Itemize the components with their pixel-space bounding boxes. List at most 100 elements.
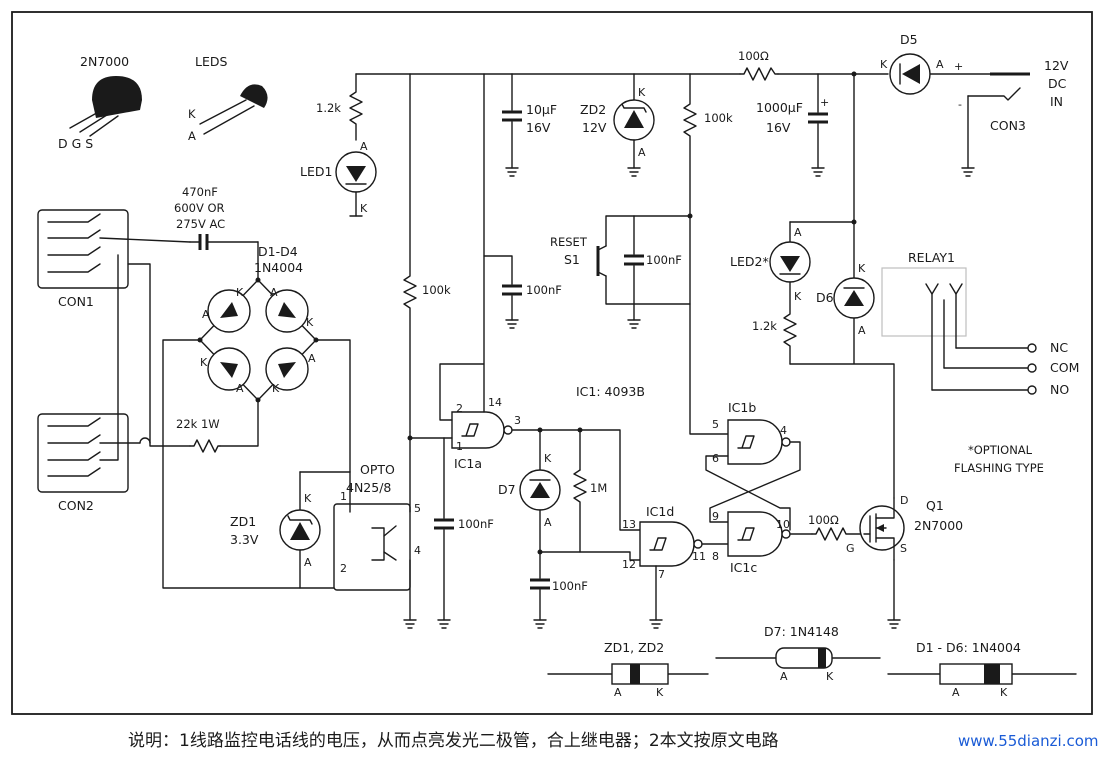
svg-text:D7: 1N4148: D7: 1N4148: [764, 624, 839, 639]
zd1-voltage: 3.3V: [230, 532, 259, 547]
svg-text:16V: 16V: [526, 120, 551, 135]
svg-text:1: 1: [340, 490, 347, 503]
bridge-part: 1N4004: [254, 260, 303, 275]
svg-text:K: K: [1000, 686, 1008, 699]
svg-text:D5: D5: [900, 32, 918, 47]
svg-text:10µF: 10µF: [526, 102, 557, 117]
con3-dc-jack: + - 12V DC IN CON3: [954, 58, 1069, 169]
svg-text:5: 5: [414, 502, 421, 515]
con2-connector: CON2: [37, 413, 129, 513]
svg-text:IC1a: IC1a: [454, 456, 482, 471]
legend-zd: ZD1, ZD2 A K: [547, 640, 709, 699]
svg-text:K: K: [794, 290, 802, 303]
svg-text:1: 1: [456, 440, 463, 453]
svg-text:5: 5: [712, 418, 719, 431]
svg-text:1000µF: 1000µF: [756, 100, 803, 115]
svg-text:+: +: [820, 96, 829, 109]
svg-text:A: A: [308, 352, 316, 365]
capacitor-470nf: 470nF 600V OR 275V AC: [174, 185, 259, 250]
svg-text:A: A: [544, 516, 552, 529]
bridge-ref: D1-D4: [258, 244, 298, 259]
relay1: RELAY1 NC COM NO: [881, 250, 1079, 397]
svg-text:4: 4: [780, 424, 787, 437]
ground-symbols: [403, 167, 975, 629]
led1-chain: 1.2k LED1 A K: [300, 73, 377, 217]
svg-text:A: A: [614, 686, 622, 699]
svg-text:K: K: [880, 58, 888, 71]
resistor-100k-mid: 100k: [683, 73, 733, 435]
watermark: www.55dianzi.com: [958, 732, 1099, 750]
led2-chain: LED2* A K 1.2k: [730, 221, 811, 365]
svg-text:K: K: [236, 286, 244, 299]
svg-text:100nF: 100nF: [526, 283, 562, 297]
capacitor-10uf: 10µF 16V: [502, 73, 557, 169]
svg-text:1M: 1M: [590, 481, 607, 495]
zener-zd1: ZD1 3.3V K A: [230, 471, 321, 589]
svg-text:S: S: [900, 542, 907, 555]
zd1-ref: ZD1: [230, 514, 256, 529]
svg-text:RELAY1: RELAY1: [908, 250, 955, 265]
gate-ic1a: IC1a 2 14 1 3: [407, 255, 521, 471]
capacitor-1000uf: 1000µF 16V +: [756, 73, 829, 169]
cap-470nf-value: 470nF: [182, 185, 218, 199]
capacitor-100nf-a: 100nF: [483, 73, 562, 321]
svg-text:A: A: [952, 686, 960, 699]
resistor-100ohm-top: 100Ω: [738, 49, 779, 81]
svg-text:K: K: [272, 382, 280, 395]
svg-text:A: A: [638, 146, 646, 159]
svg-text:A: A: [360, 140, 368, 153]
opto-part: 4N25/8: [346, 480, 391, 495]
svg-text:G: G: [846, 542, 855, 555]
svg-text:IC1c: IC1c: [730, 560, 757, 575]
con2-label: CON2: [58, 498, 94, 513]
svg-text:ZD1, ZD2: ZD1, ZD2: [604, 640, 664, 655]
transistor-part-label: 2N7000: [80, 54, 129, 69]
resistor-22k: 22k 1W: [176, 417, 221, 453]
svg-text:S1: S1: [564, 252, 580, 267]
svg-text:12V: 12V: [1044, 58, 1069, 73]
r100k-left-label: 100k: [422, 283, 451, 297]
svg-text:16V: 16V: [766, 120, 791, 135]
note-line1: *OPTIONAL: [968, 443, 1033, 457]
svg-text:NO: NO: [1050, 382, 1069, 397]
svg-text:100k: 100k: [704, 111, 733, 125]
svg-text:8: 8: [712, 550, 719, 563]
svg-text:IC1b: IC1b: [728, 400, 756, 415]
svg-text:3: 3: [514, 414, 521, 427]
svg-text:7: 7: [658, 568, 665, 581]
resistor-100k-left: 100k: [403, 73, 451, 433]
led-a-label: A: [188, 129, 196, 143]
svg-text:12: 12: [622, 558, 636, 571]
led-k-label: K: [188, 107, 196, 121]
svg-text:RESET: RESET: [550, 235, 588, 249]
svg-text:D: D: [900, 494, 908, 507]
svg-text:K: K: [360, 202, 368, 215]
diagram-frame: [11, 11, 1093, 715]
svg-text:2N7000: 2N7000: [914, 518, 963, 533]
svg-text:LED2*: LED2*: [730, 254, 769, 269]
leds-label: LEDS: [195, 54, 227, 69]
svg-text:K: K: [304, 492, 312, 505]
gate-ic1b: IC1b 5 6 4: [705, 400, 801, 531]
transistor-pins-label: D G S: [58, 136, 93, 151]
svg-text:A: A: [936, 58, 944, 71]
svg-text:IC1d: IC1d: [646, 504, 674, 519]
led1-ref: LED1: [300, 164, 332, 179]
gate-ic1c: IC1c 9 8 10: [712, 510, 813, 575]
r-led1-label: 1.2k: [316, 101, 341, 115]
svg-text:K: K: [858, 262, 866, 275]
svg-text:ZD2: ZD2: [580, 102, 606, 117]
svg-text:1.2k: 1.2k: [752, 319, 777, 333]
svg-text:K: K: [306, 316, 314, 329]
svg-text:A: A: [236, 382, 244, 395]
svg-text:A: A: [858, 324, 866, 337]
cap-470nf-rating1: 600V OR: [174, 201, 225, 215]
led-package: LEDS K A: [188, 54, 268, 143]
resistor-100ohm-gate: 100Ω: [808, 513, 865, 541]
svg-text:12V: 12V: [582, 120, 607, 135]
cap-470nf-rating2: 275V AC: [176, 217, 225, 231]
svg-text:Q1: Q1: [926, 498, 944, 513]
svg-text:D6: D6: [816, 290, 834, 305]
capacitor-100nf-c: 100nF: [434, 437, 494, 621]
